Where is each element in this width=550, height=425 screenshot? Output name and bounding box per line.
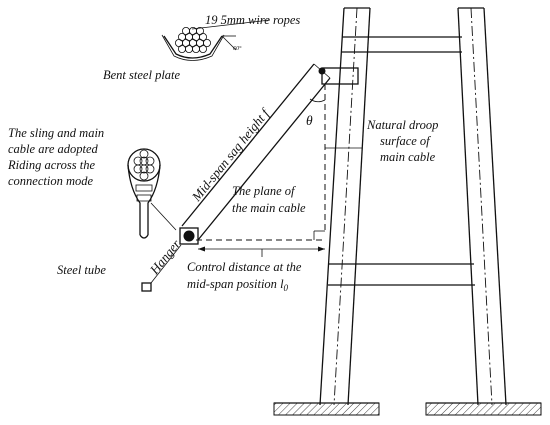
cable-plane-line2: the main cable bbox=[232, 201, 306, 215]
wire-rope-bundle bbox=[161, 19, 271, 61]
sling-detail bbox=[127, 148, 177, 239]
natural-droop-line1: Natural droop bbox=[366, 118, 438, 132]
sling-label-line1: The sling and main bbox=[8, 126, 104, 140]
cable-plane-line1: The plane of bbox=[232, 184, 296, 198]
control-distance-dimension bbox=[198, 246, 325, 257]
sling-label-line2: cable are adopted bbox=[8, 142, 99, 156]
natural-droop-line3: main cable bbox=[380, 150, 436, 164]
control-distance-line1: Control distance at the bbox=[187, 260, 302, 274]
main-cable-plane bbox=[181, 63, 331, 241]
bent-plate-label: Bent steel plate bbox=[103, 68, 181, 82]
hanger-label: Hanger bbox=[146, 236, 184, 278]
steel-tube-label: Steel tube bbox=[57, 263, 106, 277]
natural-droop-line2: surface of bbox=[380, 134, 431, 148]
geometry-triangle bbox=[196, 98, 326, 241]
tower-structure bbox=[319, 7, 507, 406]
control-distance-line2: mid-span position l0 bbox=[187, 277, 289, 293]
angle-label: 60° bbox=[233, 45, 242, 52]
sling-label-line3: Riding across the bbox=[7, 158, 95, 172]
ground-footings bbox=[273, 402, 542, 416]
sling-label-line4: connection mode bbox=[8, 174, 93, 188]
steel-tube bbox=[141, 282, 152, 292]
wire-ropes-label: 19 5mm wire ropes bbox=[205, 13, 300, 27]
hanger-node bbox=[179, 227, 199, 245]
theta-label: θ bbox=[306, 113, 313, 128]
cable-top-anchor bbox=[318, 67, 326, 75]
